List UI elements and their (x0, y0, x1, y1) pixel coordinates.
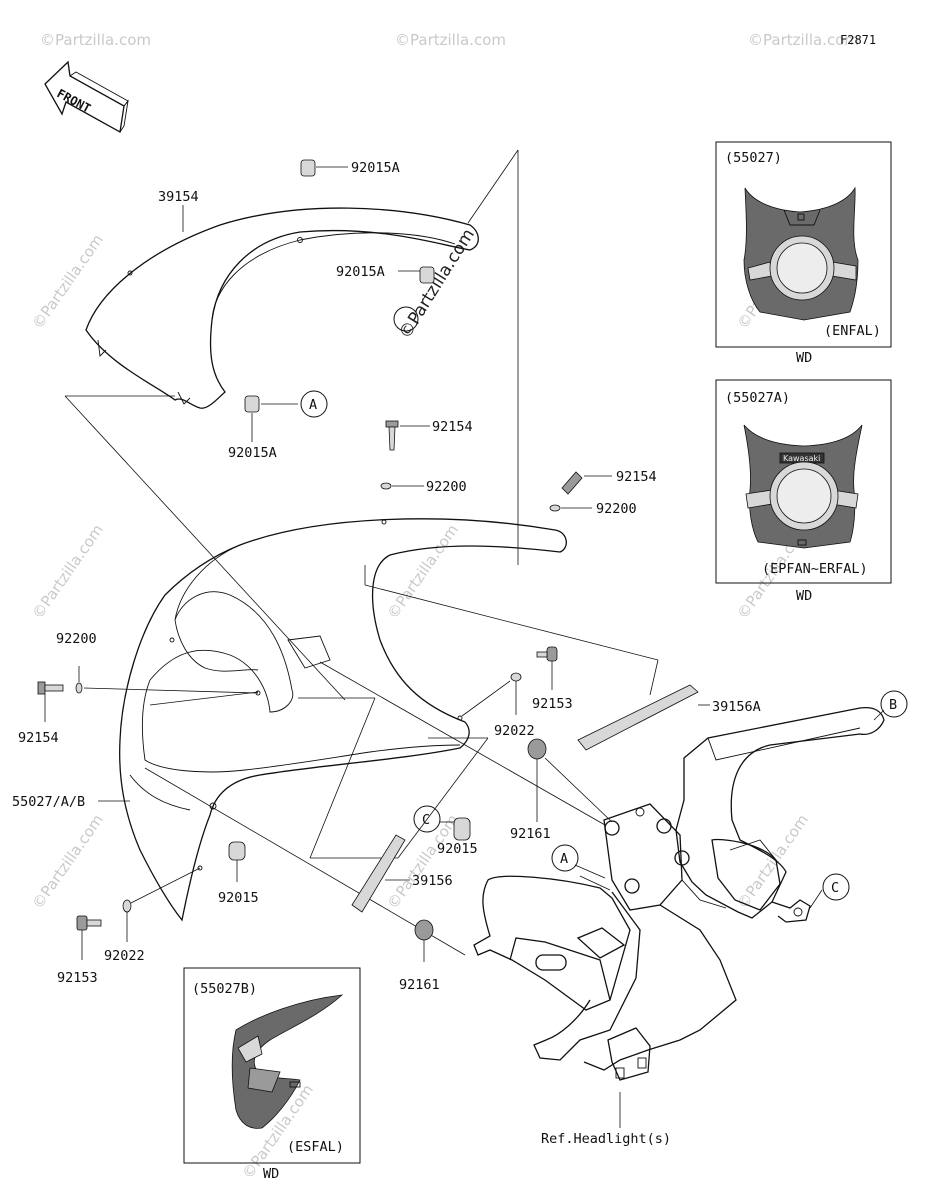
variant-model: (ENFAL) (824, 323, 881, 339)
callout-label: B (889, 697, 897, 713)
part-number-55027-A-B: 55027/A/B (12, 794, 85, 810)
part-number-39156: 39156 (412, 873, 453, 889)
variant-part-number: (55027A) (725, 390, 790, 406)
variant-model: (ESFAL) (287, 1139, 344, 1155)
grommet-92161-lower (414, 919, 434, 962)
upper-cowl (119, 518, 567, 922)
watermark-layer: ©Partzilla.com ©Partzilla.com ©Partzilla… (29, 31, 859, 1182)
part-number-92015A: 92015A (336, 264, 385, 280)
part-labels: 39154 92015A 92015A 92015A 92154 92200 9… (12, 160, 761, 1147)
variant-note: WD (796, 588, 812, 604)
variant-model: (EPFAN~ERFAL) (762, 561, 868, 577)
grommet-92015A-top (300, 159, 348, 177)
part-number-92022: 92022 (494, 723, 535, 739)
variant-box-55027B: (55027B) (ESFAL) WD (183, 967, 361, 1182)
part-number-92200: 92200 (426, 479, 467, 495)
part-number-92015A: 92015A (228, 445, 277, 461)
variant-note: WD (796, 350, 812, 366)
watermark: ©Partzilla.com (29, 521, 107, 622)
callout-c-left: C (413, 805, 441, 833)
part-number-39154: 39154 (158, 189, 199, 205)
callout-label: A (309, 397, 317, 413)
reference-lines (64, 149, 659, 956)
screw-92154-left (37, 681, 64, 722)
variant-part-number: (55027) (725, 150, 782, 166)
part-number-92153: 92153 (532, 696, 573, 712)
grommet-92015A-mid (398, 266, 435, 284)
ref-headlight-label: Ref.Headlight(s) (541, 1131, 671, 1147)
part-number-92200: 92200 (56, 631, 97, 647)
washer-92022-low (122, 867, 201, 942)
callout-c-right: C (822, 873, 850, 901)
callout-b-right: B (880, 690, 908, 718)
part-number-92153: 92153 (57, 970, 98, 986)
washer-92200-a (380, 482, 424, 490)
part-number-92015A: 92015A (351, 160, 400, 176)
grommet-92161-upper (527, 738, 613, 823)
watermark: ©Partzilla.com (40, 31, 151, 49)
fairing-bracket (473, 706, 885, 1128)
part-number-39156A: 39156A (712, 699, 761, 715)
washer-92200-b (549, 504, 592, 512)
shim-39156 (351, 834, 410, 913)
part-number-92200: 92200 (596, 501, 637, 517)
collar-92015-low (228, 841, 246, 882)
part-number-92154: 92154 (616, 469, 657, 485)
watermark: ©Partzilla.com (29, 231, 107, 332)
callout-label: C (422, 812, 430, 828)
variant-part-number: (55027B) (192, 981, 257, 997)
windscreen (85, 207, 479, 409)
watermark: ©Partzilla.com (29, 811, 107, 912)
callout-a-lower: A (551, 844, 606, 879)
watermark: ©Partzilla.com (734, 811, 812, 912)
part-number-92161: 92161 (399, 977, 440, 993)
watermark: ©Partzilla.com (748, 31, 859, 49)
collar-92015-c (440, 817, 471, 841)
variant-note: WD (263, 1166, 279, 1182)
washer-92022-right (461, 672, 522, 717)
part-number-92015: 92015 (437, 841, 478, 857)
shim-39156A (577, 684, 710, 751)
watermark: ©Partzilla.com (395, 31, 506, 49)
part-number-92161: 92161 (510, 826, 551, 842)
front-arrow: FRONT (44, 60, 129, 134)
callout-a-upper: A (300, 390, 328, 418)
part-number-92154: 92154 (18, 730, 59, 746)
bolt-92153-low (76, 915, 102, 960)
part-number-92015: 92015 (218, 890, 259, 906)
screw-92154-b (561, 471, 612, 495)
callout-b-upper (393, 306, 419, 332)
bolt-92153-right (536, 646, 558, 690)
part-number-92154: 92154 (432, 419, 473, 435)
grommet-92015A-low (244, 395, 298, 413)
callout-label: A (560, 851, 568, 867)
figure-code: F2871 (840, 33, 876, 47)
part-number-92022: 92022 (104, 948, 145, 964)
screw-92154-a (385, 420, 430, 451)
kawasaki-badge: Kawasaki (783, 454, 820, 463)
callout-label: C (831, 880, 839, 896)
variant-box-55027A: (55027A) (EPFAN~ERFAL) WD Kawasaki (715, 379, 892, 604)
variant-box-55027: (55027) (ENFAL) WD (715, 141, 892, 366)
washer-92200-left (75, 666, 259, 694)
